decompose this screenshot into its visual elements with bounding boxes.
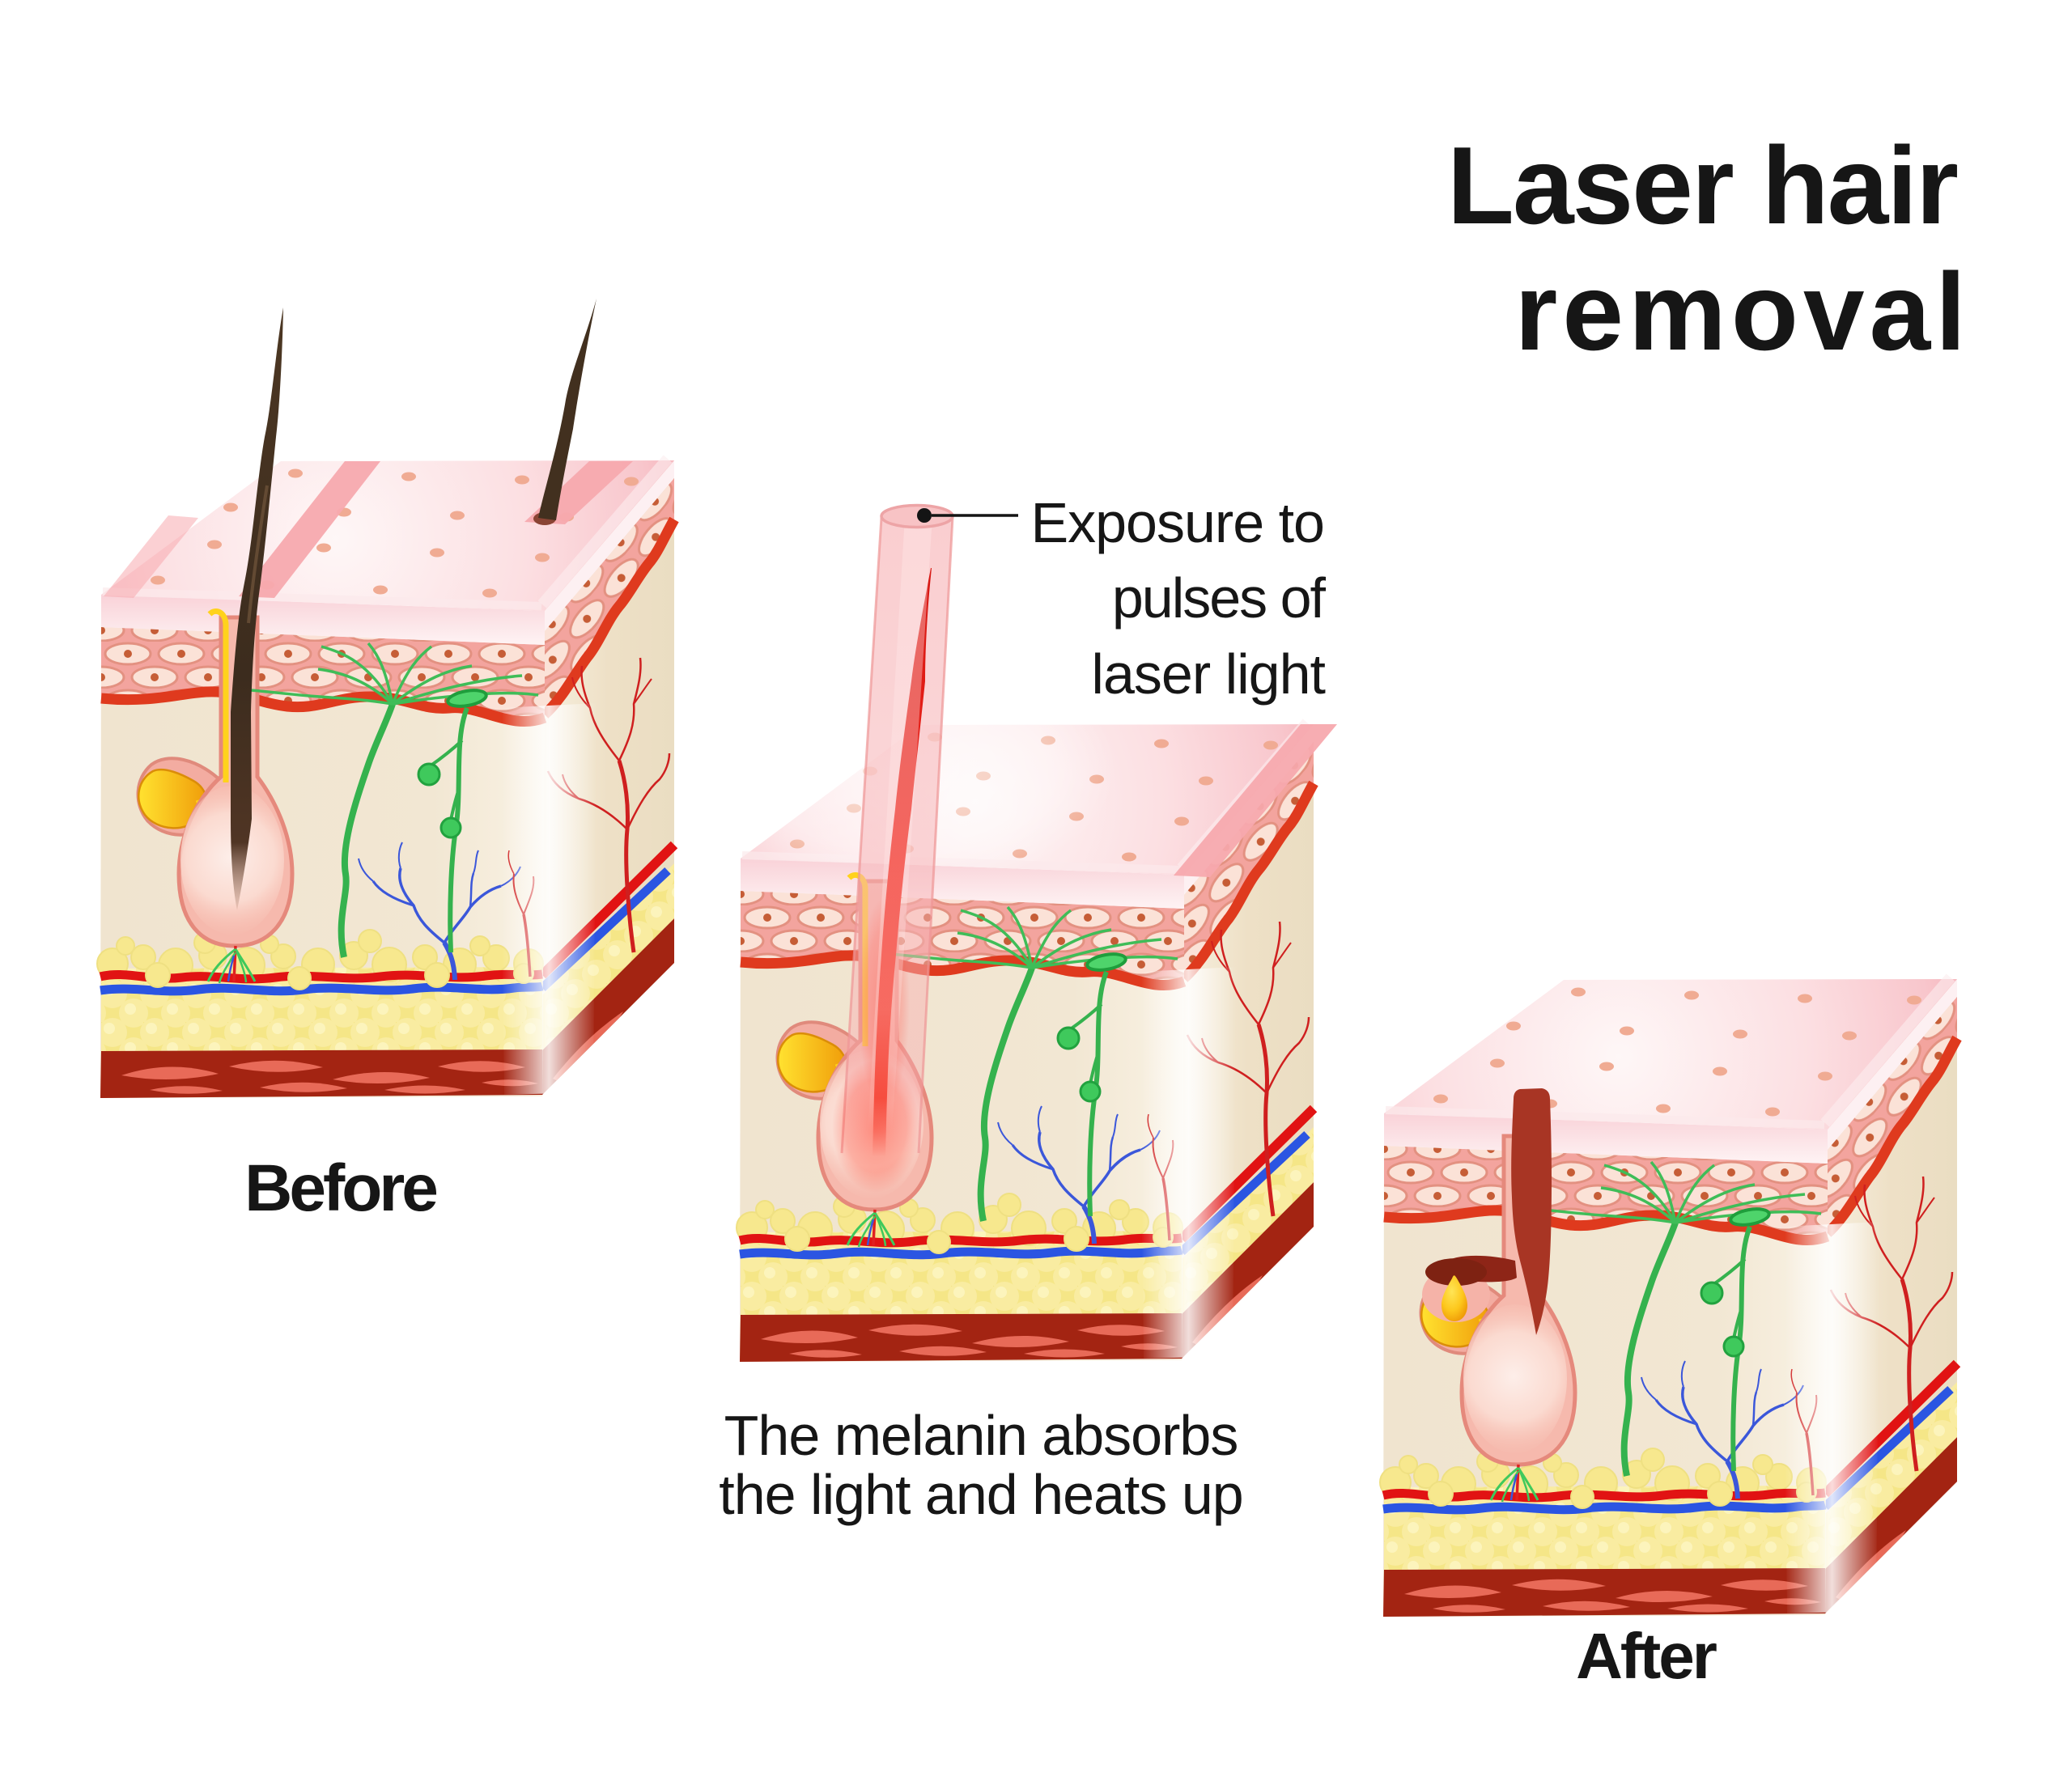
svg-text:removal: removal — [1514, 250, 1971, 373]
svg-text:Laser hair: Laser hair — [1447, 124, 1957, 247]
svg-text:Exposure to: Exposure to — [1030, 491, 1324, 554]
svg-text:After: After — [1576, 1620, 1717, 1692]
svg-text:The melanin absorbs: The melanin absorbs — [724, 1404, 1238, 1467]
svg-text:Before: Before — [244, 1151, 436, 1225]
svg-text:the light and heats up: the light and heats up — [719, 1463, 1242, 1526]
svg-text:pulses of: pulses of — [1112, 566, 1327, 630]
svg-text:laser light: laser light — [1091, 642, 1325, 706]
